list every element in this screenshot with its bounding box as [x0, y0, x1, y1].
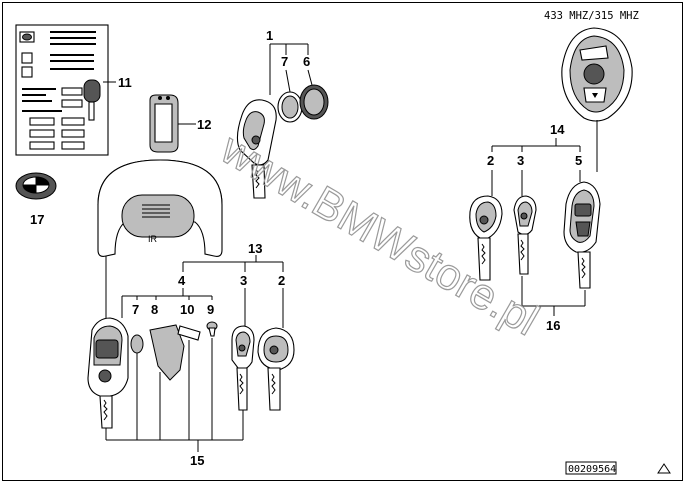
- remote-key-large[interactable]: [87, 317, 129, 429]
- diagram-id-box: [565, 461, 617, 475]
- cap-6[interactable]: [299, 84, 329, 120]
- callout-2-mid: 2: [278, 273, 285, 288]
- key-2-middle[interactable]: [257, 327, 295, 411]
- callout-6: 6: [303, 54, 310, 69]
- cap-7[interactable]: [130, 334, 144, 354]
- callout-12: 12: [197, 117, 211, 132]
- plate-10[interactable]: [177, 325, 201, 341]
- key-3-right[interactable]: [513, 195, 537, 275]
- callout-14: 14: [550, 122, 565, 137]
- callout-1: 1: [266, 28, 273, 43]
- callout-7-top: 7: [281, 54, 288, 69]
- callout-11: 11: [118, 75, 132, 90]
- callout-4: 4: [178, 273, 186, 288]
- diagram-id: 00209564: [568, 464, 616, 475]
- callout-10: 10: [180, 302, 194, 317]
- callout-7-mid: 7: [132, 302, 139, 317]
- warning-triangle-icon: [657, 463, 671, 474]
- callout-8: 8: [151, 302, 158, 317]
- key-2-right[interactable]: [469, 195, 503, 281]
- ir-card-holder[interactable]: [97, 159, 223, 257]
- documentation-leaflet[interactable]: [15, 24, 109, 156]
- callout-2-right: 2: [487, 153, 494, 168]
- frequency-label: 433 MHZ/315 MHZ: [544, 10, 639, 22]
- part-key-insert[interactable]: [149, 94, 179, 153]
- callout-3-right: 3: [517, 153, 524, 168]
- key-top-assembly[interactable]: [236, 99, 277, 199]
- cap-ring-7[interactable]: [277, 91, 303, 123]
- remote-fob[interactable]: [561, 27, 633, 122]
- emblem-badge[interactable]: [15, 172, 57, 200]
- callout-5: 5: [575, 153, 582, 168]
- screw-9[interactable]: [206, 321, 218, 337]
- key-5-right[interactable]: [563, 181, 601, 289]
- callout-15: 15: [190, 453, 204, 468]
- key-3-middle[interactable]: [231, 325, 255, 411]
- callout-9: 9: [207, 302, 214, 317]
- clip-8[interactable]: [149, 324, 185, 381]
- callout-3-mid: 3: [240, 273, 247, 288]
- callout-13: 13: [248, 241, 262, 256]
- watermark-text: www.BMWstore.pl: [212, 124, 546, 345]
- callout-16: 16: [546, 318, 560, 333]
- ir-label: IR: [148, 234, 158, 244]
- callout-17: 17: [30, 212, 44, 227]
